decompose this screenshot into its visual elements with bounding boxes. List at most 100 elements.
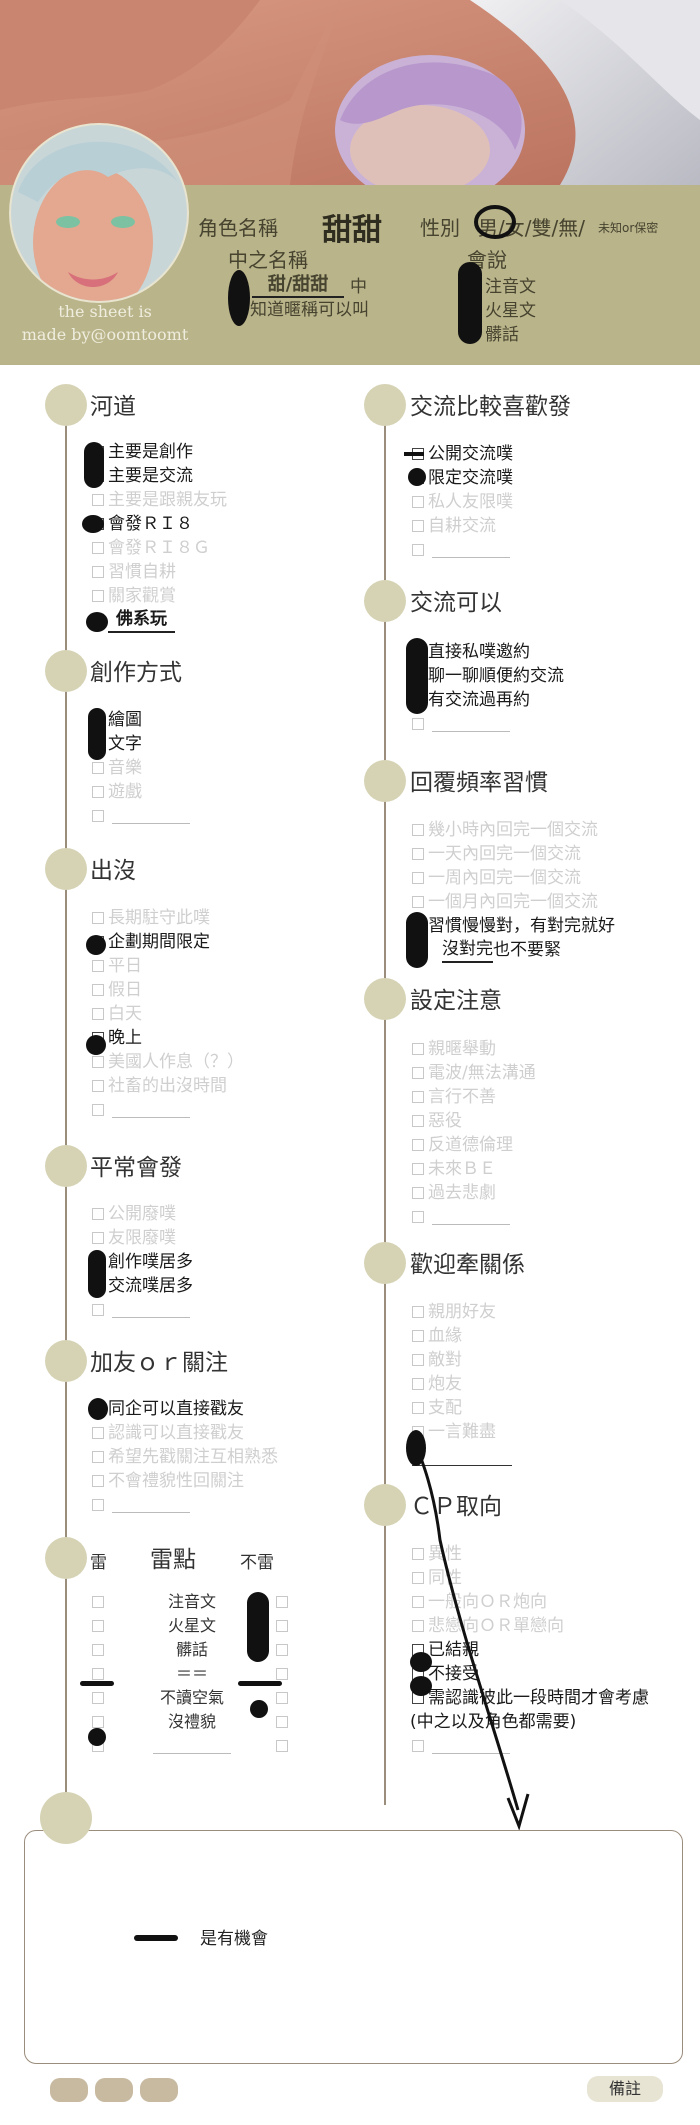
checkbox[interactable] [412,1115,424,1127]
checkbox-item[interactable]: 關家觀賞 [92,584,227,608]
checkbox[interactable] [92,984,104,996]
checkbox[interactable] [412,520,424,532]
checkbox-item[interactable]: 會發ＲＩ８Ｇ [92,536,227,560]
checkbox-item[interactable]: 惡役 [412,1109,536,1133]
checkbox-item-blank[interactable] [92,1493,278,1517]
checkbox[interactable] [92,1427,104,1439]
lei-checkbox[interactable] [92,1644,104,1656]
checkbox[interactable] [92,912,104,924]
checkbox[interactable] [92,566,104,578]
checkbox-item[interactable]: 自耕交流 [412,514,513,538]
checkbox-item[interactable]: 聊一聊順便約交流 [412,664,564,688]
checkbox-item[interactable]: 一周內回完一個交流 [412,866,615,890]
checkbox[interactable] [92,1304,104,1316]
bulei-checkbox[interactable] [275,1644,288,1656]
checkbox-item[interactable]: 文字 [92,732,190,756]
bulei-checkbox[interactable] [275,1692,288,1704]
checkbox-item[interactable]: 認識可以直接戳友 [92,1421,278,1445]
lei-checkbox[interactable] [92,1716,104,1728]
checkbox-item[interactable]: 過去悲劇 [412,1181,536,1205]
checkbox-item[interactable]: 幾小時內回完一個交流 [412,818,615,842]
checkbox-item[interactable]: 主要是跟親友玩 [92,488,227,512]
blank-line[interactable] [432,1739,510,1754]
checkbox-item[interactable]: 假日 [92,978,244,1002]
bulei-checkbox[interactable] [276,1740,288,1752]
checkbox-item[interactable]: 炮友 [412,1372,496,1396]
checkbox-item[interactable]: 電波/無法溝通 [412,1061,536,1085]
checkbox[interactable] [412,848,424,860]
checkbox-item-blank[interactable] [92,804,190,828]
checkbox[interactable] [412,1306,424,1318]
checkbox-item[interactable]: 晚上 [92,1026,244,1050]
bulei-checkbox[interactable] [275,1620,288,1632]
checkbox-item[interactable]: 習慣自耕 [92,560,227,584]
checkbox[interactable] [92,1208,104,1220]
checkbox[interactable] [412,1163,424,1175]
checkbox[interactable] [412,1139,424,1151]
checkbox-item-blank[interactable] [412,712,564,736]
checkbox[interactable] [412,1548,424,1560]
blank-line[interactable] [432,717,510,732]
checkbox-item[interactable]: 異性 [412,1542,649,1566]
blank-line[interactable] [112,1103,190,1118]
blank-line[interactable] [153,1739,231,1754]
checkbox-item[interactable]: 未來ＢＥ [412,1157,536,1181]
checkbox-item[interactable]: 平日 [92,954,244,978]
tab-pill[interactable] [140,2078,178,2102]
checkbox-item[interactable]: 白天 [92,1002,244,1026]
checkbox-item[interactable]: 社畜的出沒時間 [92,1074,244,1098]
checkbox[interactable] [92,1056,104,1068]
blank-line[interactable] [112,1498,190,1513]
checkbox-item[interactable]: 公開交流噗 [412,442,513,466]
checkbox[interactable] [412,496,424,508]
checkbox-item[interactable]: 主要是交流 [92,464,227,488]
checkbox[interactable] [92,542,104,554]
checkbox-item-blank[interactable] [92,1098,244,1122]
checkbox[interactable] [412,1330,424,1342]
blank-line[interactable] [112,1303,190,1318]
checkbox-item-blank[interactable] [412,1205,536,1229]
checkbox[interactable] [92,1451,104,1463]
checkbox[interactable] [412,1091,424,1103]
lei-checkbox[interactable] [92,1668,104,1680]
tab-pill[interactable] [50,2078,88,2102]
checkbox[interactable] [92,1232,104,1244]
checkbox-item-blank[interactable] [412,538,513,562]
checkbox-item[interactable]: 友限廢噗 [92,1226,193,1250]
checkbox-item[interactable]: 不會禮貌性回關注 [92,1469,278,1493]
checkbox[interactable] [412,1740,424,1752]
checkbox-item[interactable]: 親朋好友 [412,1300,496,1324]
checkbox-item[interactable]: 音樂 [92,756,190,780]
checkbox[interactable] [412,544,424,556]
checkbox-item[interactable]: 私人友限噗 [412,490,513,514]
checkbox-item[interactable]: 一個月內回完一個交流 [412,890,615,914]
checkbox-item-blank[interactable] [412,1734,649,1758]
blank-line[interactable] [432,543,510,558]
checkbox[interactable] [92,762,104,774]
lei-checkbox[interactable] [92,1596,104,1608]
checkbox-item[interactable]: 血緣 [412,1324,496,1348]
checkbox-item[interactable]: 創作噗居多 [92,1250,193,1274]
bulei-checkbox[interactable] [275,1596,288,1608]
checkbox[interactable] [92,590,104,602]
checkbox[interactable] [412,872,424,884]
checkbox-item[interactable]: 繪圖 [92,708,190,732]
checkbox-item[interactable]: 遊戲 [92,780,190,804]
checkbox[interactable] [412,1187,424,1199]
checkbox[interactable] [412,1402,424,1414]
checkbox-item-blank[interactable] [92,1298,193,1322]
checkbox-item[interactable]: 長期駐守此噗 [92,906,244,930]
checkbox[interactable] [92,1499,104,1511]
tab-pill[interactable] [95,2078,133,2102]
checkbox[interactable] [412,1043,424,1055]
checkbox-item[interactable]: 有交流過再約 [412,688,564,712]
checkbox[interactable] [412,1596,424,1608]
checkbox[interactable] [412,896,424,908]
checkbox-item[interactable]: 同企可以直接戳友 [92,1397,278,1421]
checkbox-item[interactable]: 主要是創作 [92,440,227,464]
checkbox[interactable] [92,786,104,798]
bulei-checkbox[interactable] [275,1668,288,1680]
checkbox-item-custom[interactable]: 佛系玩 [92,608,227,633]
checkbox[interactable] [92,960,104,972]
checkbox-item[interactable]: 敵對 [412,1348,496,1372]
